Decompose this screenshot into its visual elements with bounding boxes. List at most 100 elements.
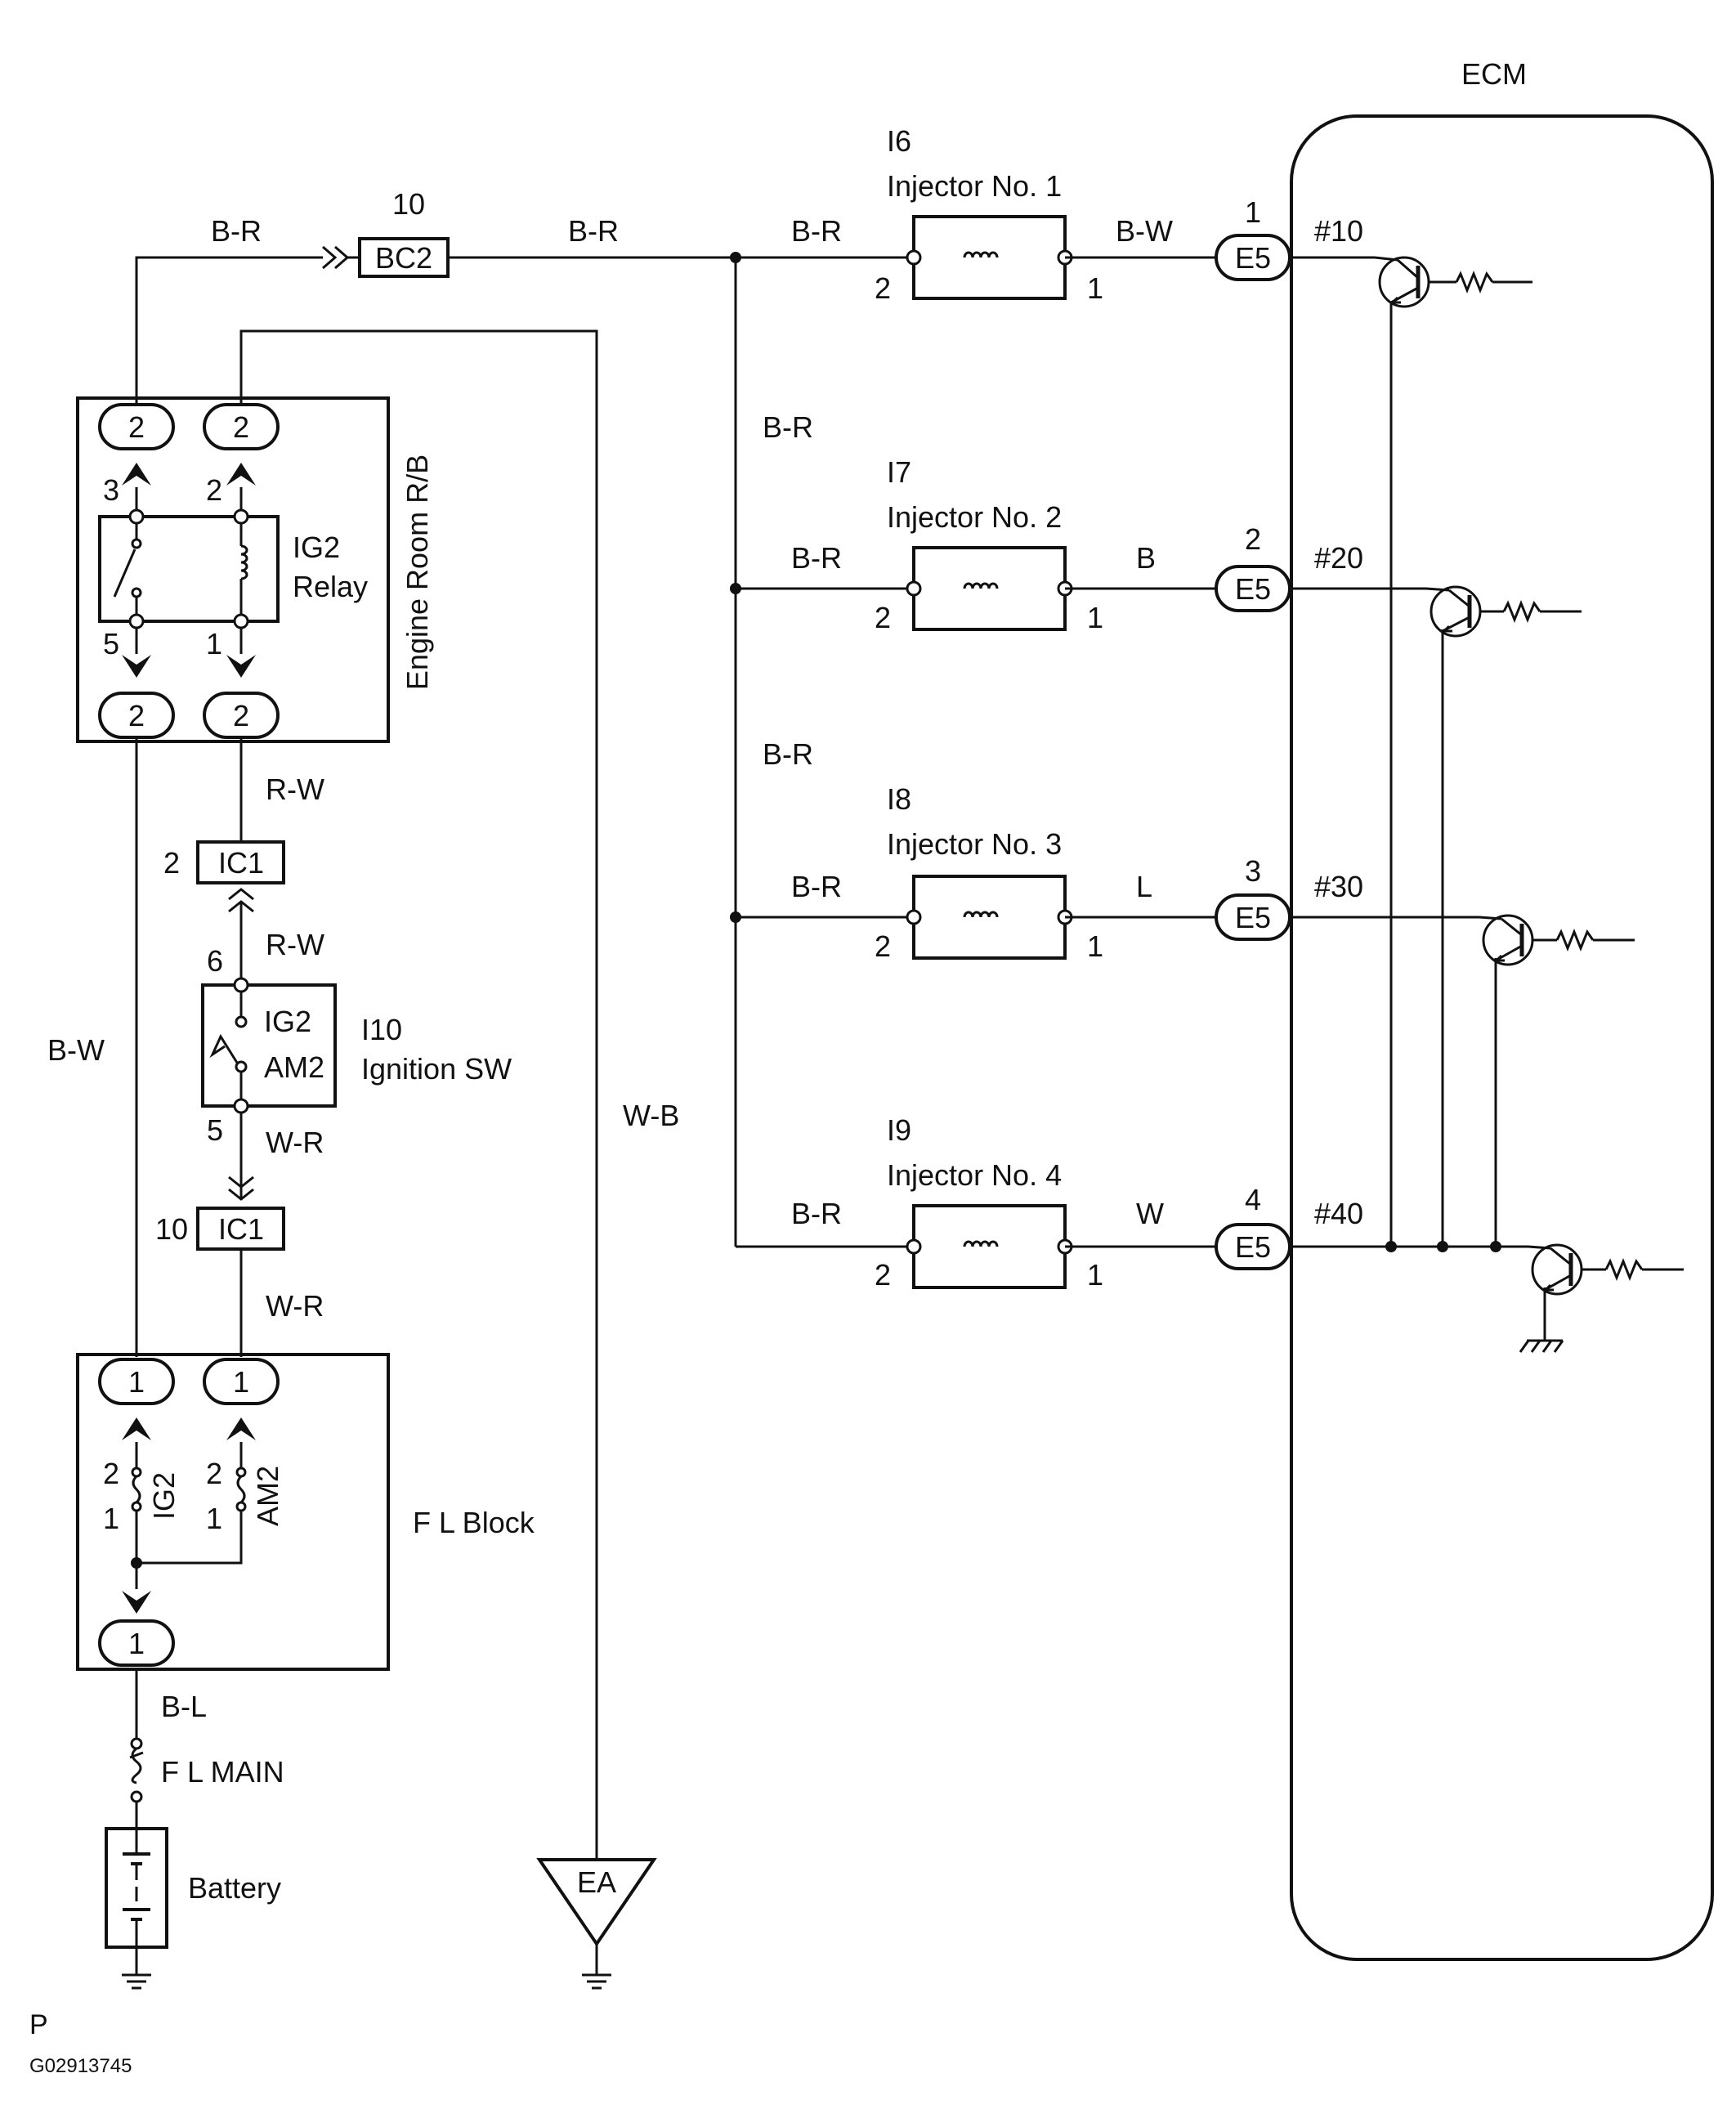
engine-room-relay-box: Engine Room R/B 2 2 2 2 (76, 396, 434, 743)
injector-in-wire: B-R (791, 1197, 842, 1230)
injector-2: I7 Injector No. 2 B-R B 2 1 E5 2 #20 (736, 455, 1582, 638)
fl-main-fusible-link-icon (129, 1747, 144, 1784)
battery-label: Battery (188, 1871, 281, 1905)
fuse-am2: AM2 2 1 (136, 1442, 284, 1565)
driver-transistor-icon (1425, 585, 1582, 638)
injector-in-wire: B-R (791, 870, 842, 903)
ecm-pin: 2 (1245, 522, 1261, 556)
fl-block: F L Block 1 1 1 IG2 2 1 AM2 2 1 (76, 1353, 535, 1671)
injector-out-wire: L (1136, 870, 1152, 903)
figure-id: G02913745 (29, 2055, 132, 2077)
top-feed: B-R BC2 10 B-R (135, 187, 736, 405)
battery-ground-icon (120, 1960, 153, 1990)
ic1-bottom-pin: 10 (155, 1212, 188, 1246)
bc2-pin: 10 (392, 187, 425, 221)
bus-branch-label-1: B-R (763, 410, 813, 444)
fl-block-conn-right-label: 1 (233, 1365, 249, 1399)
chevron-up-icon (226, 1417, 256, 1440)
relay-box-conn-bl-label: 2 (128, 699, 145, 732)
relay-contact-icon (113, 523, 142, 615)
bl-wire-label: B-L (161, 1690, 207, 1723)
chevron-down-icon (122, 1591, 151, 1614)
relay-box-conn-tl-label: 2 (128, 410, 145, 444)
injector-out-pin: 1 (1087, 601, 1103, 634)
wr-upper-label: W-R (266, 1126, 324, 1159)
injector-1: I6 Injector No. 1 B-R B-W 2 1 E5 1 #10 (736, 124, 1532, 308)
injector-in-pin: 2 (875, 1258, 891, 1292)
ignition-pin-bottom: 5 (207, 1113, 223, 1147)
ecm-title: ECM (1461, 57, 1527, 91)
fl-block-label: F L Block (413, 1506, 535, 1539)
injector-in-wire: B-R (791, 541, 842, 575)
ignition-pos-am2: AM2 (264, 1050, 324, 1084)
ignition-contact-icon (209, 992, 248, 1099)
ecm-terminal: #30 (1314, 870, 1363, 903)
fuse-ig2: IG2 2 1 (103, 1442, 181, 1563)
bw-left-label: B-W (47, 1033, 105, 1067)
wb-ground-label: W-B (623, 1099, 679, 1132)
ignition-pos-ig2: IG2 (264, 1005, 311, 1038)
ignition-switch: 6 5 IG2 AM2 I10 Ignition SW (201, 944, 512, 1147)
relay-coil-icon (239, 523, 248, 615)
injector-4: I9 Injector No. 4 B-R W 2 1 E5 4 #40 (736, 1113, 1684, 1296)
injector-in-pin: 2 (875, 601, 891, 634)
fuse-am2-pin-1: 1 (206, 1502, 222, 1535)
bc2-connector-icon (322, 245, 360, 270)
footer-code: P (29, 2009, 48, 2040)
ecm-pin: 4 (1245, 1183, 1261, 1216)
ecm-connector-label: E5 (1235, 1230, 1271, 1264)
battery-icon (105, 1827, 168, 1949)
relay-box-conn-tr-label: 2 (233, 410, 249, 444)
ea-label: EA (577, 1865, 616, 1899)
ecm-terminal: #10 (1314, 214, 1363, 248)
coil-icon (963, 1240, 999, 1248)
rw-lower-label: R-W (266, 928, 324, 961)
injector-in-wire: B-R (791, 214, 842, 248)
relay-box-conn-br-label: 2 (233, 699, 249, 732)
injector-out-wire: B-W (1116, 214, 1173, 248)
ecm-ground-icon (1519, 1339, 1564, 1353)
injector-out-pin: 1 (1087, 1258, 1103, 1292)
ecm-connector-label: E5 (1235, 901, 1271, 934)
injector-ref: I9 (887, 1113, 911, 1147)
injector-out-wire: W (1136, 1197, 1164, 1230)
fuse-am2-label: AM2 (251, 1466, 284, 1526)
ecm-pin: 1 (1245, 195, 1261, 229)
ic1-connector-top (196, 840, 285, 884)
ea-ground: EA (536, 1858, 657, 1990)
chevron-down-icon (226, 655, 256, 678)
ignition-pin-top: 6 (207, 944, 223, 978)
fuse-am2-pin-2: 2 (206, 1457, 222, 1490)
ignition-name: Ignition SW (361, 1052, 512, 1086)
coil-icon (963, 251, 999, 259)
chevron-up-icon (226, 463, 256, 486)
injector-name: Injector No. 4 (887, 1158, 1062, 1192)
coil-icon (963, 911, 999, 919)
ic1-bottom-mate-icon (228, 1175, 254, 1201)
ecm-terminal: #40 (1314, 1197, 1363, 1230)
relay-name-line2: Relay (293, 570, 368, 603)
ignition-ref: I10 (361, 1013, 402, 1046)
fuse-ig2-pin-1: 1 (103, 1502, 119, 1535)
chevron-down-icon (122, 655, 151, 678)
relay-pin-1: 1 (206, 627, 222, 660)
br-bus: B-R B-R (730, 252, 813, 1247)
injector-name: Injector No. 2 (887, 500, 1062, 534)
ea-ground-icon (580, 1960, 613, 1990)
ig2-relay: IG2 Relay (98, 508, 368, 629)
ecm-terminal: #20 (1314, 541, 1363, 575)
wr-lower-label: W-R (266, 1289, 324, 1323)
ecm-pin: 3 (1245, 854, 1261, 888)
bc2-left-wire: B-R (211, 214, 262, 248)
bus-branch-label-2: B-R (763, 737, 813, 771)
injector-ref: I7 (887, 455, 911, 489)
bc2-label: BC2 (375, 241, 432, 275)
injector-name: Injector No. 3 (887, 827, 1062, 861)
injector-out-wire: B (1136, 541, 1156, 575)
ic1-top-pin: 2 (163, 846, 180, 880)
coil-icon (963, 582, 999, 590)
injector-name: Injector No. 1 (887, 169, 1062, 203)
relay-pin-5: 5 (103, 627, 119, 660)
